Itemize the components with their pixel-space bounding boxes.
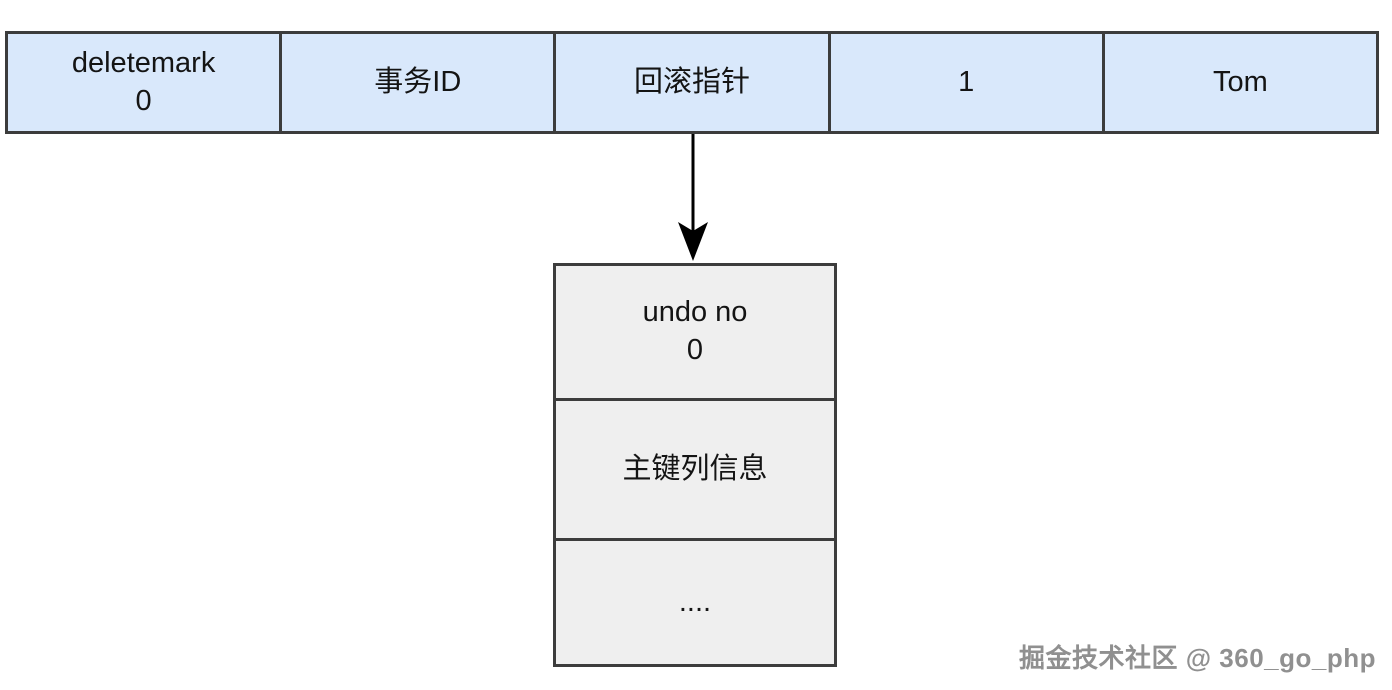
undo-cell-primary-key-info: 主键列信息 — [556, 401, 834, 541]
cell-text: 0 — [686, 334, 704, 366]
cell-text: undo no — [642, 296, 748, 329]
cell-text: 0 — [135, 84, 152, 117]
row-cell-name-value: Tom — [1105, 34, 1376, 131]
row-cell-id-value: 1 — [831, 34, 1105, 131]
record-row: deletemark 0 事务ID 回滚指针 1 Tom — [5, 31, 1379, 134]
cell-text: Tom — [1213, 65, 1268, 98]
cell-text: .... — [678, 585, 712, 618]
cell-text: 事务ID — [374, 65, 462, 98]
down-arrow-icon — [678, 134, 708, 261]
undo-log-box: undo no 0 主键列信息 .... — [553, 263, 837, 667]
row-cell-rollback-pointer: 回滚指针 — [556, 34, 831, 131]
watermark-text: 掘金技术社区 @ 360_go_php — [1018, 643, 1376, 673]
undo-cell-undo-no: undo no 0 — [556, 266, 834, 401]
undo-cell-ellipsis: .... — [556, 541, 834, 664]
cell-text: 主键列信息 — [622, 452, 768, 485]
row-cell-deletemark: deletemark 0 — [8, 34, 283, 131]
row-cell-transaction-id: 事务ID — [282, 34, 557, 131]
cell-text: 回滚指针 — [634, 65, 751, 98]
cell-text: 1 — [958, 65, 975, 98]
cell-text: deletemark — [71, 47, 216, 80]
